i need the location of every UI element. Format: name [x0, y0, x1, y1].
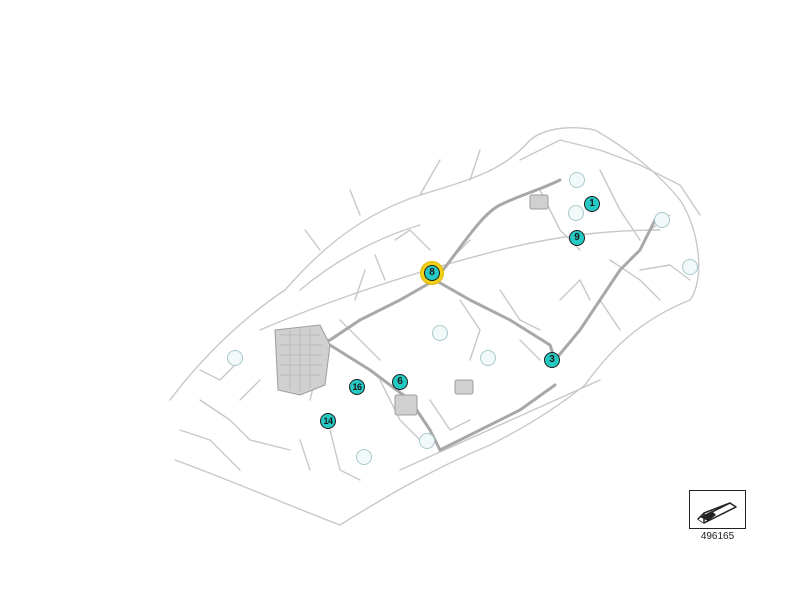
marker-empty[interactable]	[682, 259, 698, 275]
marker-empty[interactable]	[356, 449, 372, 465]
harness-trunk-rear	[553, 218, 657, 362]
marker-1[interactable]: 1	[584, 196, 600, 212]
center-module	[454, 379, 474, 395]
vehicle-view-arrow-icon	[689, 490, 746, 529]
harness-trunk-sill	[438, 383, 557, 452]
marker-empty[interactable]	[569, 172, 585, 188]
engine-bay-module	[274, 324, 331, 396]
marker-14[interactable]: 14	[320, 413, 336, 429]
marker-8-highlighted[interactable]: 8	[424, 265, 440, 281]
marker-6[interactable]: 6	[392, 374, 408, 390]
marker-label: 9	[574, 232, 580, 243]
marker-9[interactable]: 9	[569, 230, 585, 246]
marker-label: 3	[549, 354, 555, 365]
body-outline-bottom	[174, 384, 586, 526]
marker-empty[interactable]	[654, 212, 670, 228]
marker-16[interactable]: 16	[349, 379, 365, 395]
marker-label: 14	[323, 415, 333, 426]
marker-label: 16	[352, 381, 362, 392]
windshield	[299, 224, 421, 291]
body-outline-left	[169, 289, 286, 401]
marker-label: 8	[429, 267, 435, 278]
marker-empty[interactable]	[419, 433, 435, 449]
body-outline-roof	[284, 127, 596, 291]
marker-label: 6	[397, 376, 403, 387]
marker-empty[interactable]	[227, 350, 243, 366]
rear-module	[529, 194, 549, 210]
marker-empty[interactable]	[568, 205, 584, 221]
marker-3[interactable]: 3	[544, 352, 560, 368]
body-beltline	[259, 229, 661, 331]
harness-trunk-center	[433, 278, 557, 362]
body-outline-right	[584, 129, 700, 386]
diagram-id: 496165	[700, 531, 735, 542]
marker-empty[interactable]	[480, 350, 496, 366]
marker-empty[interactable]	[432, 325, 448, 341]
harness-trunk-roof	[433, 178, 562, 282]
fuse-box	[394, 394, 418, 416]
marker-label: 1	[589, 198, 595, 209]
body-sill	[399, 379, 601, 471]
